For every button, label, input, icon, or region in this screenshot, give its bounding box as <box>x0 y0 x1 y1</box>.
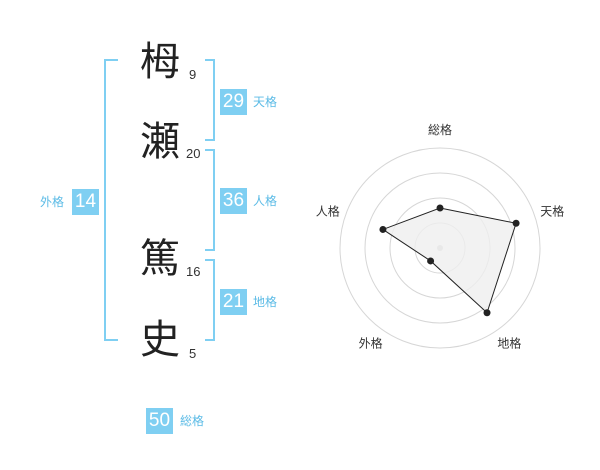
radar-axis-label-3: 地格 <box>497 335 521 350</box>
radar-axis-label-2: 天格 <box>540 204 564 219</box>
tenkaku-value-badge: 29 <box>220 89 247 115</box>
stroke-count-4: 5 <box>189 346 197 361</box>
stroke-count-3: 16 <box>186 264 201 279</box>
radar-point-3 <box>483 309 491 317</box>
radar-axis-label-5: 人格 <box>316 204 340 219</box>
tenkaku-label: 天格 <box>253 95 278 109</box>
radar-point-4 <box>427 257 435 265</box>
jinkaku-value-badge: 36 <box>220 188 247 214</box>
gaikaku-label: 外格 <box>40 195 65 209</box>
tenkaku-bracket <box>205 59 215 141</box>
name-char-4: 史 <box>140 317 180 363</box>
name-char-1: 栂 <box>140 39 180 85</box>
stroke-count-1: 9 <box>189 67 197 82</box>
chikaku-label: 地格 <box>253 295 278 309</box>
chikaku-bracket <box>205 259 215 341</box>
stroke-count-2: 20 <box>186 146 201 161</box>
radar-axis-label-1: 総格 <box>428 122 452 137</box>
gaikaku-value-badge: 14 <box>72 189 99 215</box>
radar-point-1 <box>436 204 444 212</box>
radar-point-5 <box>379 225 387 233</box>
radar-axis-label-4: 外格 <box>359 335 383 350</box>
soukaku-label: 総格 <box>180 414 205 428</box>
radar-ring <box>339 147 541 349</box>
name-char-2: 瀬 <box>140 119 180 165</box>
name-char-3: 篤 <box>140 236 180 282</box>
radar-ring <box>364 172 516 324</box>
soukaku-value-badge: 50 <box>146 408 173 434</box>
chikaku-value-badge: 21 <box>220 289 247 315</box>
radar-polygon <box>381 207 517 314</box>
radar-points <box>379 204 520 317</box>
jinkaku-label: 人格 <box>253 194 278 208</box>
jinkaku-bracket <box>205 149 215 251</box>
gaikaku-bracket <box>104 59 118 341</box>
radar-point-2 <box>512 219 520 227</box>
